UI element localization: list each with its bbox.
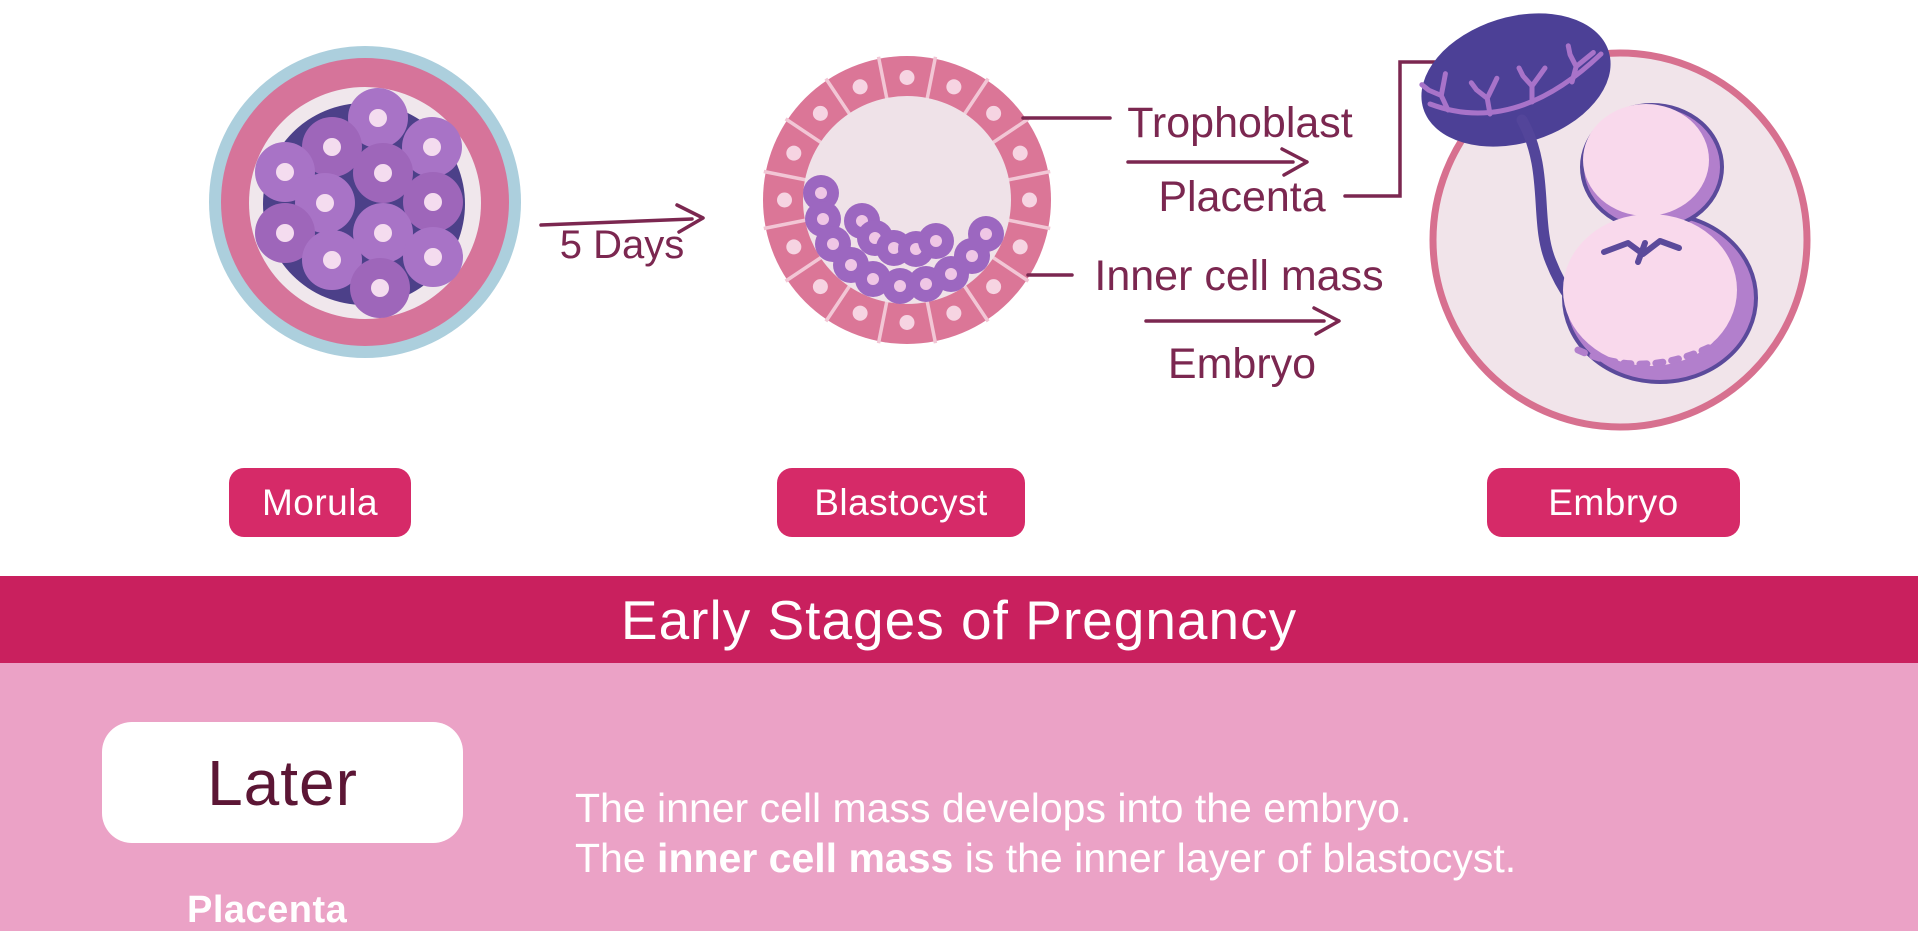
stages-diagram-canvas: 5 Days — [209, 13, 1811, 431]
icm-to-embryo-arrow — [1144, 306, 1341, 336]
footer-description-line2: The inner cell mass is the inner layer o… — [575, 835, 1517, 881]
stages-diagram-section: 5 Days — [209, 13, 1811, 537]
blastocyst-illustration — [763, 56, 1051, 344]
stage-badge-embryo: Embryo — [1487, 468, 1740, 537]
later-label: Later — [207, 746, 358, 819]
footer-section: Later Placenta The inner cell mass devel… — [0, 663, 1918, 931]
embryo-somite-fringe — [1574, 332, 1734, 368]
embryo-illustration — [1419, 13, 1811, 431]
embryo-annotation-label: Embryo — [1168, 340, 1316, 388]
embryo-body — [1562, 103, 1758, 384]
placenta-villi — [1419, 43, 1604, 117]
inner-cell-mass-emphasis: inner cell mass — [657, 835, 954, 881]
inner-cell-mass-label: Inner cell mass — [1094, 252, 1383, 300]
trophoblast-segments — [763, 56, 1051, 344]
footer-description: The inner cell mass develops into the em… — [575, 783, 1516, 883]
morula-illustration — [209, 46, 521, 358]
trophoblast-cell-dots — [777, 70, 1037, 330]
footer-placenta-label: Placenta — [187, 889, 348, 931]
stage-badge-morula: Morula — [229, 468, 411, 537]
stage-badge-blastocyst: Blastocyst — [777, 468, 1025, 537]
morula-cells — [255, 88, 463, 318]
placenta-connector-line — [1343, 60, 1448, 198]
later-card: Later — [102, 722, 463, 843]
trophoblast-to-placenta-arrow — [1126, 147, 1309, 177]
trophoblast-label: Trophoblast — [1127, 99, 1353, 147]
title-band: Early Stages of Pregnancy — [0, 576, 1918, 663]
embryo-face-detail — [1601, 238, 1682, 265]
page-title: Early Stages of Pregnancy — [620, 588, 1298, 651]
five-days-label: 5 Days — [560, 223, 685, 267]
five-days-arrow — [539, 203, 705, 234]
placenta-label: Placenta — [1158, 173, 1325, 221]
footer-description-line1: The inner cell mass develops into the em… — [575, 785, 1412, 831]
annotation-connectors — [1021, 60, 1448, 336]
inner-cell-mass-cells — [803, 175, 1004, 304]
